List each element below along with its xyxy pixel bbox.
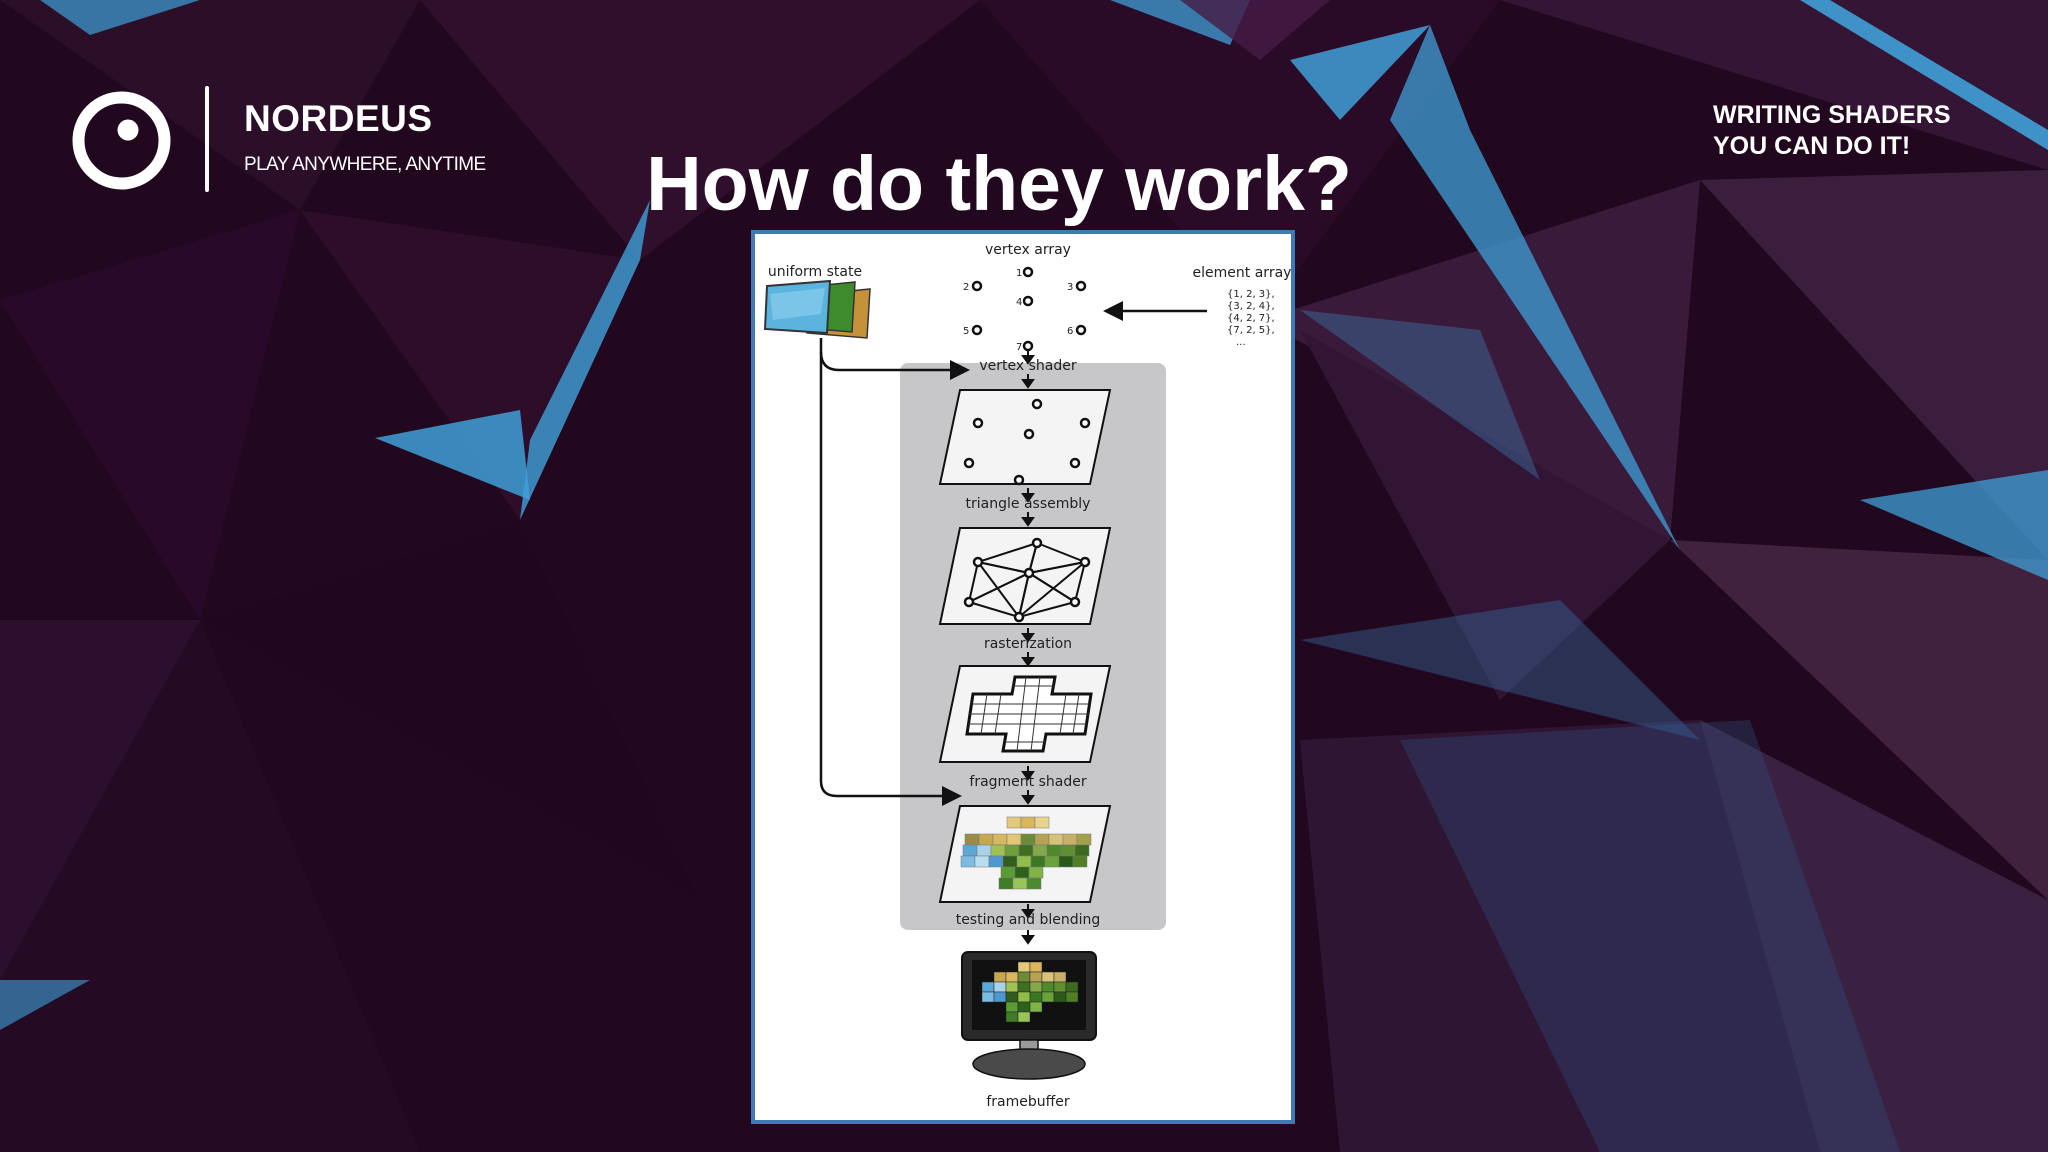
fragment-shader-panel [938, 805, 1112, 903]
rasterization-label: rasterization [984, 636, 1072, 652]
pipeline-diagram-frame: uniform state vertex array 1 2 3 4 5 6 7… [751, 230, 1295, 1124]
vertex-number-4: 4 [1016, 297, 1022, 308]
uniform-state-textures-icon [763, 279, 871, 339]
testing-blending-label: testing and blending [956, 912, 1101, 928]
pipeline-down-arrows [1021, 350, 1035, 945]
brand-tagline: PLAY ANYWHERE, ANYTIME [244, 154, 486, 175]
vertex-number-5: 5 [963, 326, 969, 337]
vertex-array-points [971, 266, 1087, 352]
vertex-number-3: 3 [1067, 282, 1073, 293]
vertex-number-1: 1 [1016, 268, 1022, 279]
brand-name: NORDEUS [244, 98, 433, 139]
triangle-assembly-label: triangle assembly [966, 496, 1091, 512]
framebuffer-label: framebuffer [986, 1094, 1070, 1110]
uniform-state-label: uniform state [768, 264, 862, 280]
framebuffer-monitor-icon [961, 951, 1097, 1080]
vertex-number-6: 6 [1067, 326, 1073, 337]
slide-title-text: How do they work? [646, 141, 1352, 227]
element-array-value-3: {4, 2, 7}, [1227, 313, 1275, 324]
pipeline-diagram: uniform state vertex array 1 2 3 4 5 6 7… [763, 242, 1291, 1110]
talk-title-line-1: WRITING SHADERS [1713, 101, 1951, 129]
vertex-number-7: 7 [1016, 342, 1022, 353]
slide-title: How do they work? [0, 140, 2048, 229]
vertex-array-label: vertex array [985, 242, 1071, 258]
element-array-value-5: ... [1236, 337, 1246, 348]
talk-title-line-2: YOU CAN DO IT! [1713, 132, 1911, 160]
element-array-value-2: {3, 2, 4}, [1227, 301, 1275, 312]
vertex-shader-label: vertex shader [979, 358, 1076, 374]
vertex-shader-panel [938, 389, 1112, 486]
element-array-value-1: {1, 2, 3}, [1227, 289, 1275, 300]
fragment-shader-label: fragment shader [969, 774, 1086, 790]
nordeus-logo-icon [72, 91, 171, 190]
talk-title: WRITING SHADERS YOU CAN DO IT! [1713, 100, 1951, 162]
rasterization-panel [938, 665, 1112, 763]
element-array-value-4: {7, 2, 5}, [1227, 325, 1275, 336]
vertex-number-2: 2 [963, 282, 969, 293]
triangle-assembly-panel [938, 527, 1112, 625]
pipeline-panel [900, 363, 1166, 930]
element-array-label: element array [1193, 265, 1291, 281]
uniform-to-fragment-shader-arrow [819, 352, 962, 806]
logo-divider [205, 86, 209, 192]
